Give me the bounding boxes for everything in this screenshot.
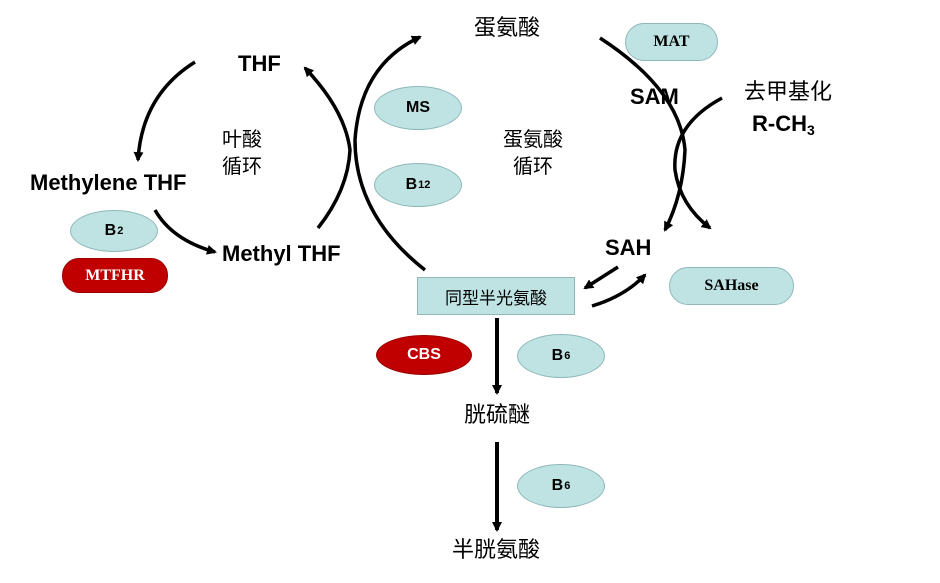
folate-cycle-line1: 叶酸 bbox=[222, 127, 262, 151]
methionine-cycle-line2: 循环 bbox=[513, 154, 553, 178]
b2-sub: 2 bbox=[117, 225, 124, 237]
arrow-demethylation bbox=[673, 96, 723, 230]
r-ch3-sub: 3 bbox=[807, 122, 815, 138]
arrow-methionine-to-sah bbox=[599, 36, 687, 232]
r-ch3-label: R-CH3 bbox=[752, 111, 815, 138]
b6-sub-1: 6 bbox=[564, 350, 571, 362]
b6-main-1: B bbox=[551, 347, 564, 364]
homocysteine-box: 同型半光氨酸 bbox=[417, 277, 575, 315]
b12-sub: 12 bbox=[418, 179, 431, 191]
methionine-label: 蛋氨酸 bbox=[474, 16, 541, 41]
sam-label: SAM bbox=[630, 84, 679, 109]
arrow-methylene-to-methyl bbox=[153, 209, 217, 255]
methionine-cycle-label: 蛋氨酸 循环 bbox=[503, 126, 563, 180]
cbs-enzyme: CBS bbox=[376, 335, 472, 375]
ms-enzyme: MS bbox=[374, 86, 462, 130]
arrow-thf-to-methylene bbox=[133, 60, 196, 162]
cystathionine-label: 胱硫醚 bbox=[464, 403, 531, 428]
folate-cycle-line2: 循环 bbox=[222, 154, 262, 178]
b6-sub-2: 6 bbox=[564, 480, 571, 492]
arrow-hcy-to-methionine bbox=[353, 35, 427, 272]
demethylation-label: 去甲基化 bbox=[744, 80, 833, 105]
b6-main-2: B bbox=[551, 477, 564, 494]
cysteine-label: 半胱氨酸 bbox=[452, 538, 541, 563]
r-ch3-main: R-CH bbox=[752, 111, 807, 136]
b12-main: B bbox=[405, 176, 418, 193]
sah-label: SAH bbox=[605, 235, 652, 260]
b2-main: B bbox=[104, 222, 117, 239]
arrow-hcy-to-sah bbox=[591, 273, 647, 308]
methionine-cycle-line1: 蛋氨酸 bbox=[503, 127, 563, 151]
methyl-thf-label: Methyl THF bbox=[222, 241, 341, 266]
arrow-methyl-to-thf bbox=[303, 66, 352, 230]
sahase-enzyme: SAHase bbox=[669, 267, 794, 305]
methylene-thf-label: Methylene THF bbox=[30, 170, 187, 195]
mtfhr-enzyme: MTFHR bbox=[62, 258, 168, 293]
mat-enzyme: MAT bbox=[625, 23, 718, 61]
thf-label: THF bbox=[238, 51, 281, 76]
folate-cycle-label: 叶酸 循环 bbox=[222, 126, 262, 180]
arrow-sah-to-hcy bbox=[583, 265, 619, 290]
